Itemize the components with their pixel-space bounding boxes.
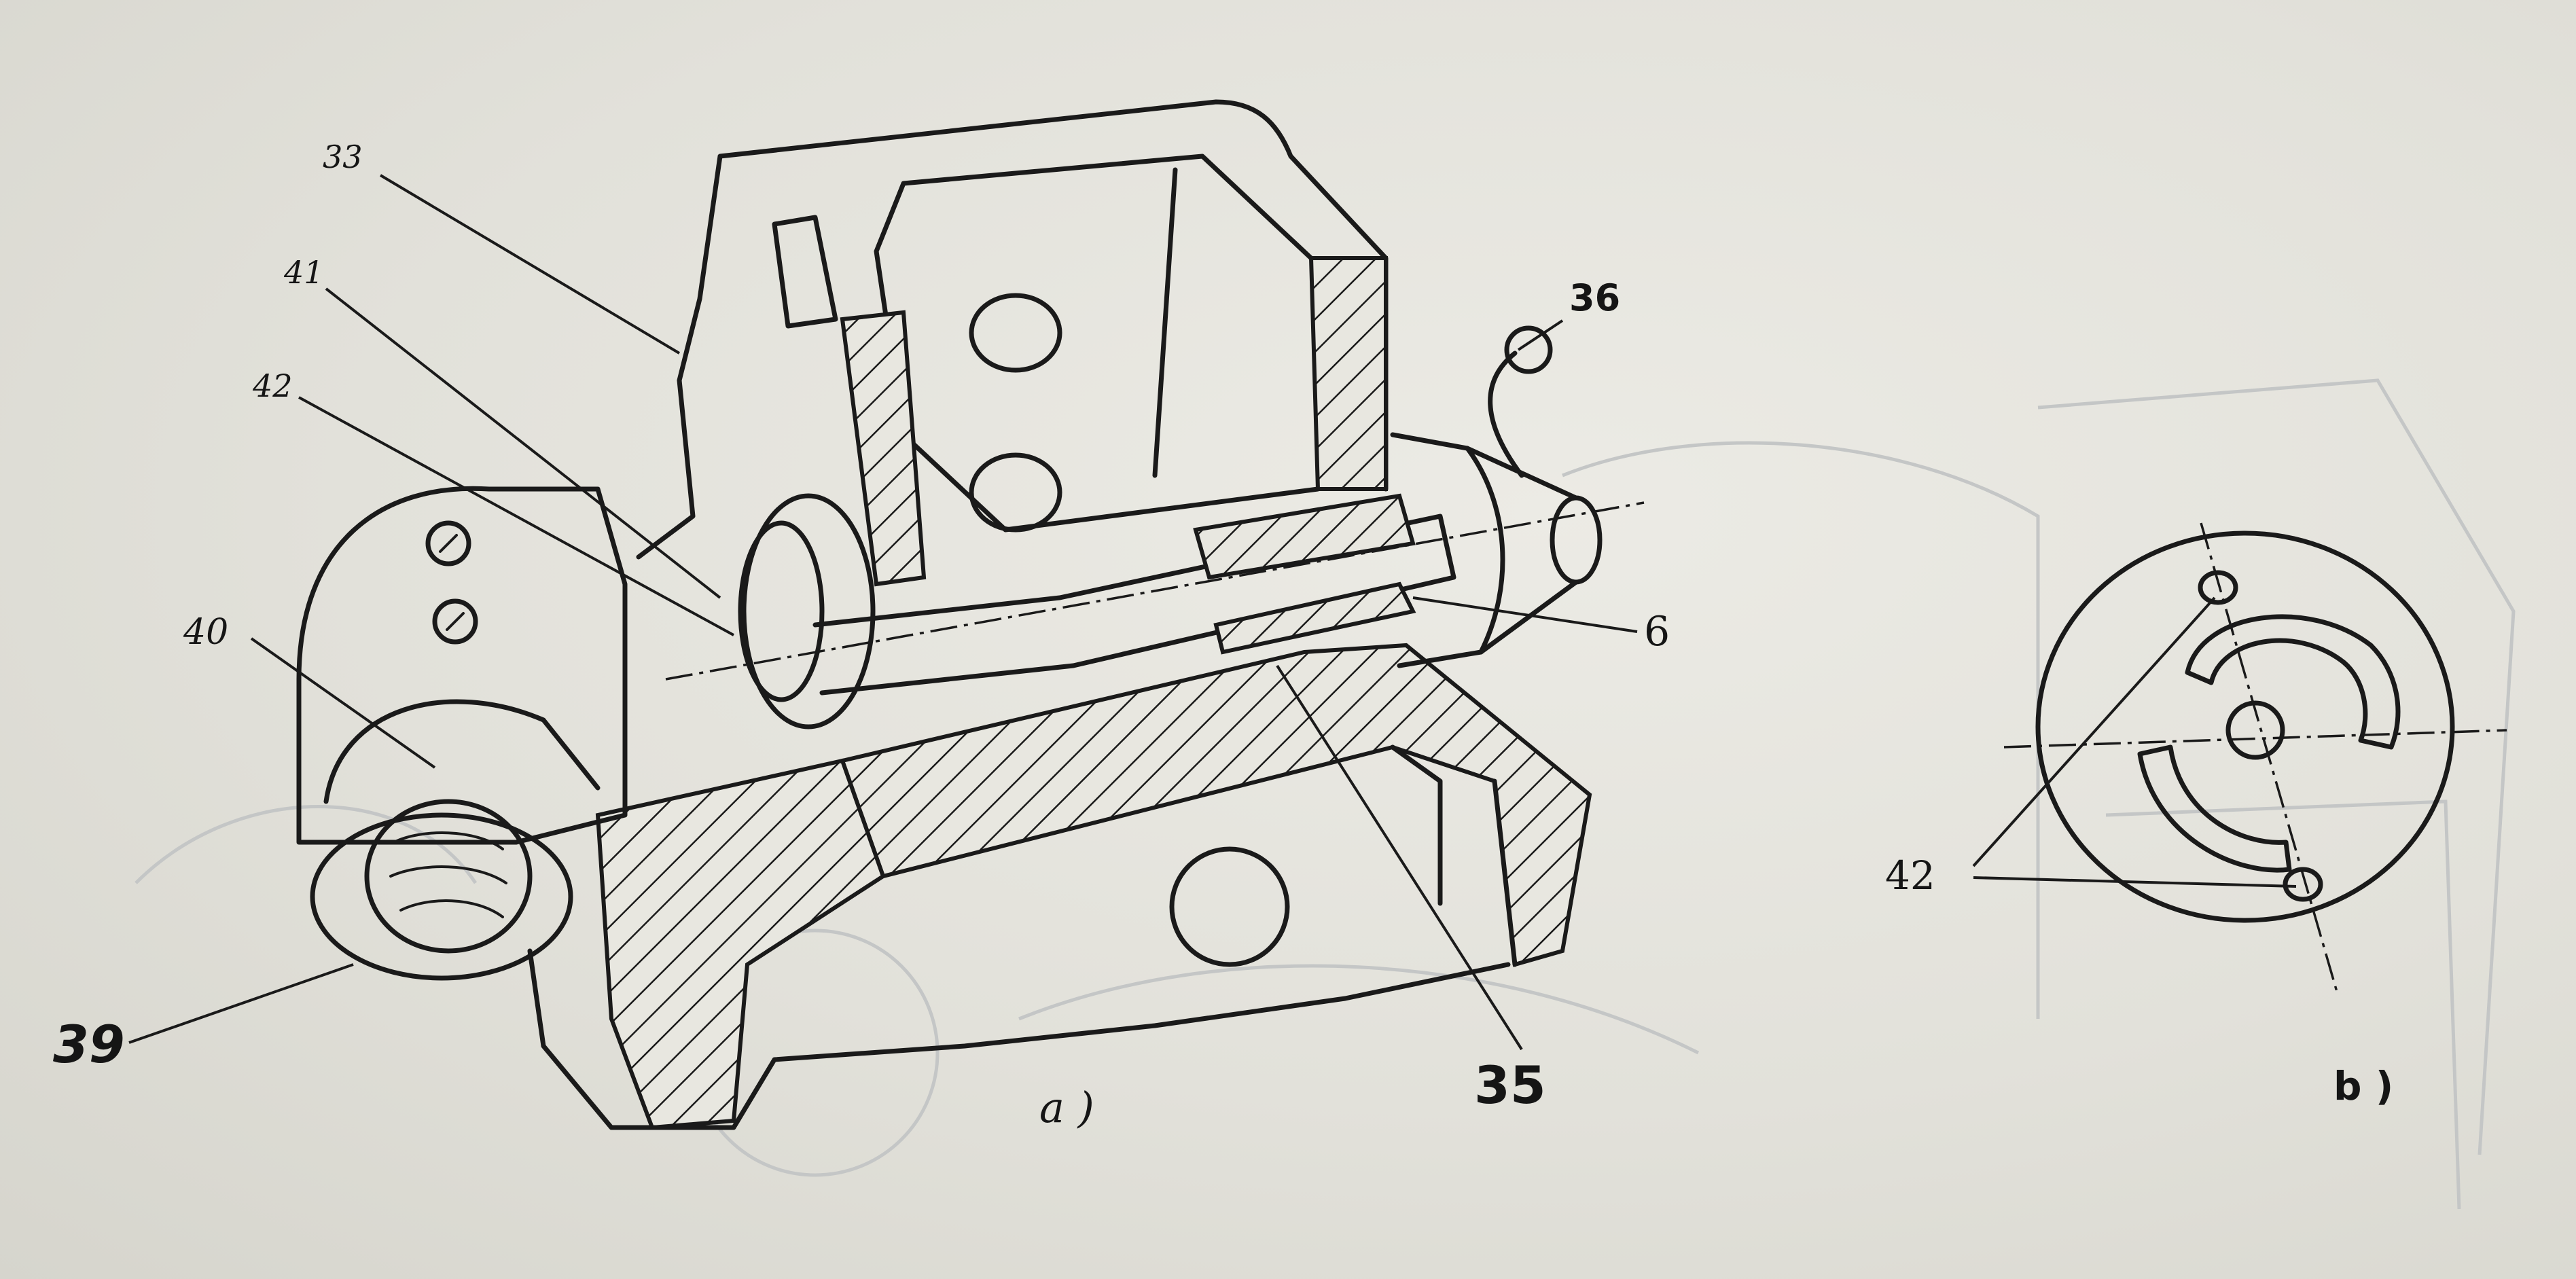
knob-36-stem (1488, 350, 1524, 478)
disc-outline (2035, 530, 2455, 923)
base-section (840, 643, 1592, 967)
base-hole (1169, 846, 1290, 967)
callout-33: 33 (323, 139, 363, 175)
shaft (812, 514, 1456, 696)
base-outline (527, 948, 1511, 1130)
left-leg-section (595, 758, 886, 1130)
callout-40: 40 (183, 612, 229, 653)
arc-slot-lower (2137, 744, 2292, 873)
callout-42-b: 42 (1885, 852, 1935, 899)
figure-a-leaders (128, 174, 1638, 1051)
upper-bracket-outline (636, 99, 1389, 560)
threaded-bore (364, 799, 533, 954)
figure-b-leaders (1972, 596, 2297, 888)
ring-39 (310, 812, 573, 981)
screw-hole-bottom (2283, 867, 2323, 902)
bracket-hole-upper (969, 293, 1062, 373)
callout-39: 39 (53, 1014, 125, 1075)
arc-slot-upper (2185, 614, 2401, 750)
bracket-left-section (840, 310, 927, 587)
callout-35: 35 (1474, 1055, 1546, 1115)
knob-36 (1504, 325, 1553, 374)
callout-36: 36 (1569, 276, 1621, 319)
caption-figure-a: a ) (1039, 1083, 1094, 1132)
bracket-right-section (1308, 256, 1388, 491)
figure-a-mechanism (296, 99, 1645, 1130)
bleed-through-lines (135, 378, 2516, 1210)
right-boss (1390, 432, 1505, 668)
callout-41: 41 (284, 254, 324, 291)
disc-cam (741, 493, 876, 729)
caption-figure-b: b ) (2333, 1063, 2394, 1109)
callout-6: 6 (1644, 608, 1670, 655)
left-housing (296, 486, 628, 845)
bracket-hole-lower (969, 452, 1062, 533)
shaft-axis (665, 501, 1645, 681)
callout-42-a: 42 (253, 367, 293, 404)
screw-hole-top (2198, 570, 2238, 605)
shaft-sleeve-section (1193, 493, 1416, 580)
figure-b-disc (2003, 522, 2507, 992)
nut-40 (323, 699, 601, 804)
center-hole (2225, 700, 2285, 760)
